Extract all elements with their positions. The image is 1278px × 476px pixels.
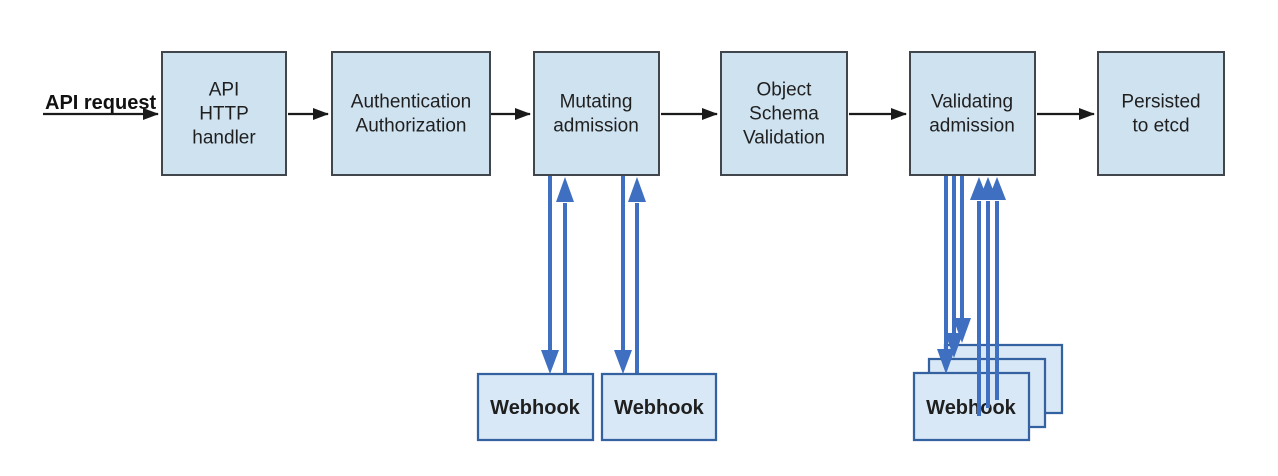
box-mutating-admission: Mutating admission bbox=[533, 51, 660, 176]
box-mutating-line-1: Mutating bbox=[560, 92, 633, 113]
mutating-webhook2-up-arrowhead bbox=[628, 177, 646, 202]
mutating-webhook2-down-arrowhead bbox=[614, 350, 632, 374]
box-api-http-handler-line-3: handler bbox=[192, 128, 256, 149]
box-etcd-line-2: to etcd bbox=[1132, 116, 1189, 137]
validating-down-arrowhead-2 bbox=[945, 333, 963, 358]
box-validating-admission: Validating admission bbox=[909, 51, 1036, 176]
mutating-webhook-2-rect bbox=[600, 372, 718, 442]
box-etcd-line-1: Persisted bbox=[1121, 92, 1200, 113]
validating-webhook-label: Webhook bbox=[926, 397, 1017, 419]
validating-down-arrowhead-3 bbox=[953, 318, 971, 343]
box-validating-admission-rect bbox=[909, 51, 1036, 176]
box-validating-line-1: Validating bbox=[931, 92, 1013, 113]
mutating-webhook1-up-arrowhead bbox=[556, 177, 574, 202]
box-authentication-authorization-rect bbox=[331, 51, 491, 176]
validating-up-arrowhead-3 bbox=[988, 177, 1006, 200]
mutating-webhook1-down-arrowhead bbox=[541, 350, 559, 374]
validating-webhook-stack: Webhook bbox=[912, 343, 1064, 442]
box-authentication-line-1: Authentication bbox=[351, 92, 471, 113]
mutating-webhook-2: Webhook bbox=[600, 372, 718, 442]
box-persisted-to-etcd: Persisted to etcd bbox=[1097, 51, 1225, 176]
api-request-label: API request bbox=[45, 92, 156, 114]
mutating-webhook-2-label: Webhook bbox=[614, 397, 705, 419]
box-validating-line-2: admission bbox=[929, 116, 1015, 137]
box-persisted-to-etcd-rect bbox=[1097, 51, 1225, 176]
mutating-webhook-1: Webhook bbox=[476, 372, 595, 442]
api-request-entry: API request bbox=[43, 92, 159, 120]
box-api-http-handler-line-2: HTTP bbox=[199, 104, 249, 125]
box-mutating-line-2: admission bbox=[553, 116, 639, 137]
box-schema-line-2: Schema bbox=[749, 104, 819, 125]
box-object-schema-validation-rect bbox=[720, 51, 848, 176]
box-object-schema-validation: Object Schema Validation bbox=[720, 51, 848, 176]
box-mutating-admission-rect bbox=[533, 51, 660, 176]
mutating-webhook-1-label: Webhook bbox=[490, 397, 581, 419]
validating-down-arrowhead-1 bbox=[937, 349, 955, 374]
box-authentication-authorization: Authentication Authorization bbox=[331, 51, 491, 176]
validating-webhook-arrows bbox=[937, 176, 1006, 416]
validating-webhook-front-rect bbox=[912, 371, 1031, 442]
mutating-webhook-arrows bbox=[541, 176, 646, 374]
box-api-http-handler: API HTTP handler bbox=[161, 51, 287, 176]
mutating-webhook-1-rect bbox=[476, 372, 595, 442]
box-authentication-line-2: Authorization bbox=[356, 116, 467, 137]
box-api-http-handler-rect bbox=[161, 51, 287, 176]
box-schema-line-3: Validation bbox=[743, 128, 825, 149]
box-schema-line-1: Object bbox=[757, 80, 813, 101]
box-api-http-handler-line-1: API bbox=[209, 80, 240, 101]
